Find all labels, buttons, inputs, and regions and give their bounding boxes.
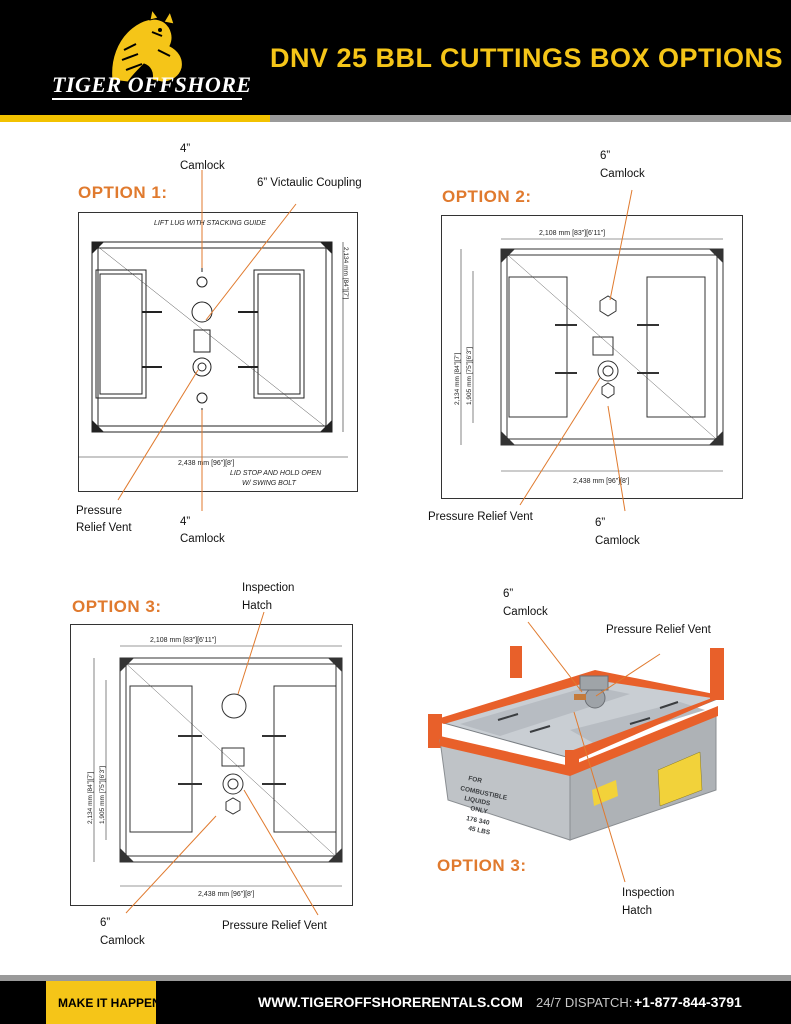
cuttings-box-photo: FOR COMBUSTIBLE LIQUIDS ONLY 176 340 45 … — [428, 646, 724, 841]
photo-inspection-label-1: Inspection — [622, 887, 675, 899]
option2-camlock-top-size: 6” — [600, 150, 611, 162]
header-gray-stripe — [270, 115, 791, 122]
option1-width-dim: 2,438 mm [96”][8’] — [178, 460, 234, 467]
option2-camlock-bottom-label: Camlock — [595, 535, 640, 547]
footer-website-link[interactable]: WWW.TIGEROFFSHORERENTALS.COM — [258, 994, 523, 1010]
option2-drawing: 2,108 mm [83”][6’11”] 2,438 mm [96”][8’]… — [454, 230, 724, 485]
option1-pressure-label-2: Relief Vent — [76, 522, 132, 534]
option1-camlock-bottom-size: 4” — [180, 516, 191, 528]
brand-underline — [52, 98, 242, 100]
option2-height-inner-dim: 1,905 mm [75”][6’3”] — [466, 347, 473, 405]
option1-victaulic-label: 6” Victaulic Coupling — [257, 177, 362, 189]
option1-lid-stop-label-2: W/ SWING BOLT — [242, 480, 297, 487]
option1-pressure-label-1: Pressure — [76, 505, 123, 517]
option1-camlock-top-size: 4” — [180, 143, 191, 155]
option3-heading: OPTION 3: — [72, 597, 162, 616]
option3-drawing: 2,108 mm [83”][6’11”] 2,438 mm [96”][8’]… — [87, 637, 343, 898]
brand-logo-text: TIGER OFFSHORE — [52, 72, 252, 97]
option1-drawing: LIFT LUG WITH STACKING GUIDE 2,438 mm [9… — [78, 220, 349, 487]
photo-inspection-label-2: Hatch — [622, 905, 653, 917]
option1-height-dim: 2,134 mm [84”][7’] — [342, 247, 349, 300]
footer-dispatch-phone[interactable]: +1-877-844-3791 — [634, 994, 742, 1010]
option1-lift-lug-label: LIFT LUG WITH STACKING GUIDE — [154, 220, 266, 227]
option1-camlock-bottom-label: Camlock — [180, 533, 225, 545]
option3-height-outer-dim: 2,134 mm [84”][7’] — [87, 771, 94, 824]
option2-height-outer-dim: 2,134 mm [84”][7’] — [454, 352, 461, 405]
option1-lid-stop-label-1: LID STOP AND HOLD OPEN — [230, 470, 322, 477]
photo-box-text-6: 45 LBS — [468, 825, 492, 837]
option3-top-dim: 2,108 mm [83”][6’11”] — [150, 637, 216, 644]
photo-pressure-label: Pressure Relief Vent — [606, 624, 711, 636]
option3-pressure-label: Pressure Relief Vent — [222, 920, 327, 932]
footer-stripe — [0, 975, 791, 981]
option3-camlock-size: 6” — [100, 917, 111, 929]
option2-camlock-bottom-size: 6” — [595, 517, 606, 529]
option3-width-dim: 2,438 mm [96”][8’] — [198, 891, 254, 898]
option2-width-dim: 2,438 mm [96”][8’] — [573, 478, 629, 485]
photo-box-text-4: ONLY — [470, 805, 489, 816]
footer-slogan: MAKE IT HAPPEN — [58, 996, 161, 1010]
option3-inspection-label-2: Hatch — [242, 600, 273, 612]
option1-camlock-top-label: Camlock — [180, 160, 225, 172]
photo-box-text-1: FOR — [468, 775, 483, 785]
photo-camlock-size: 6” — [503, 588, 514, 600]
option3-inspection-label-1: Inspection — [242, 582, 295, 594]
option1-heading: OPTION 1: — [78, 183, 168, 202]
option3-camlock-label: Camlock — [100, 935, 145, 947]
option3-height-inner-dim: 1,905 mm [75”][6’3”] — [99, 766, 106, 824]
photo-option3-heading: OPTION 3: — [437, 856, 527, 875]
photo-camlock-label: Camlock — [503, 606, 548, 618]
option2-pressure-label: Pressure Relief Vent — [428, 511, 533, 523]
option2-heading: OPTION 2: — [442, 187, 532, 206]
option2-top-dim: 2,108 mm [83”][6’11”] — [539, 230, 605, 237]
footer-dispatch-label: 24/7 DISPATCH: — [536, 995, 633, 1010]
footer-slogan-block — [46, 981, 156, 1024]
photo-box-text-5: 176 340 — [466, 815, 491, 827]
option2-camlock-top-label: Camlock — [600, 168, 645, 180]
tiger-logo-icon — [111, 10, 183, 83]
page-title: DNV 25 BBL CUTTINGS BOX OPTIONS — [270, 43, 784, 73]
